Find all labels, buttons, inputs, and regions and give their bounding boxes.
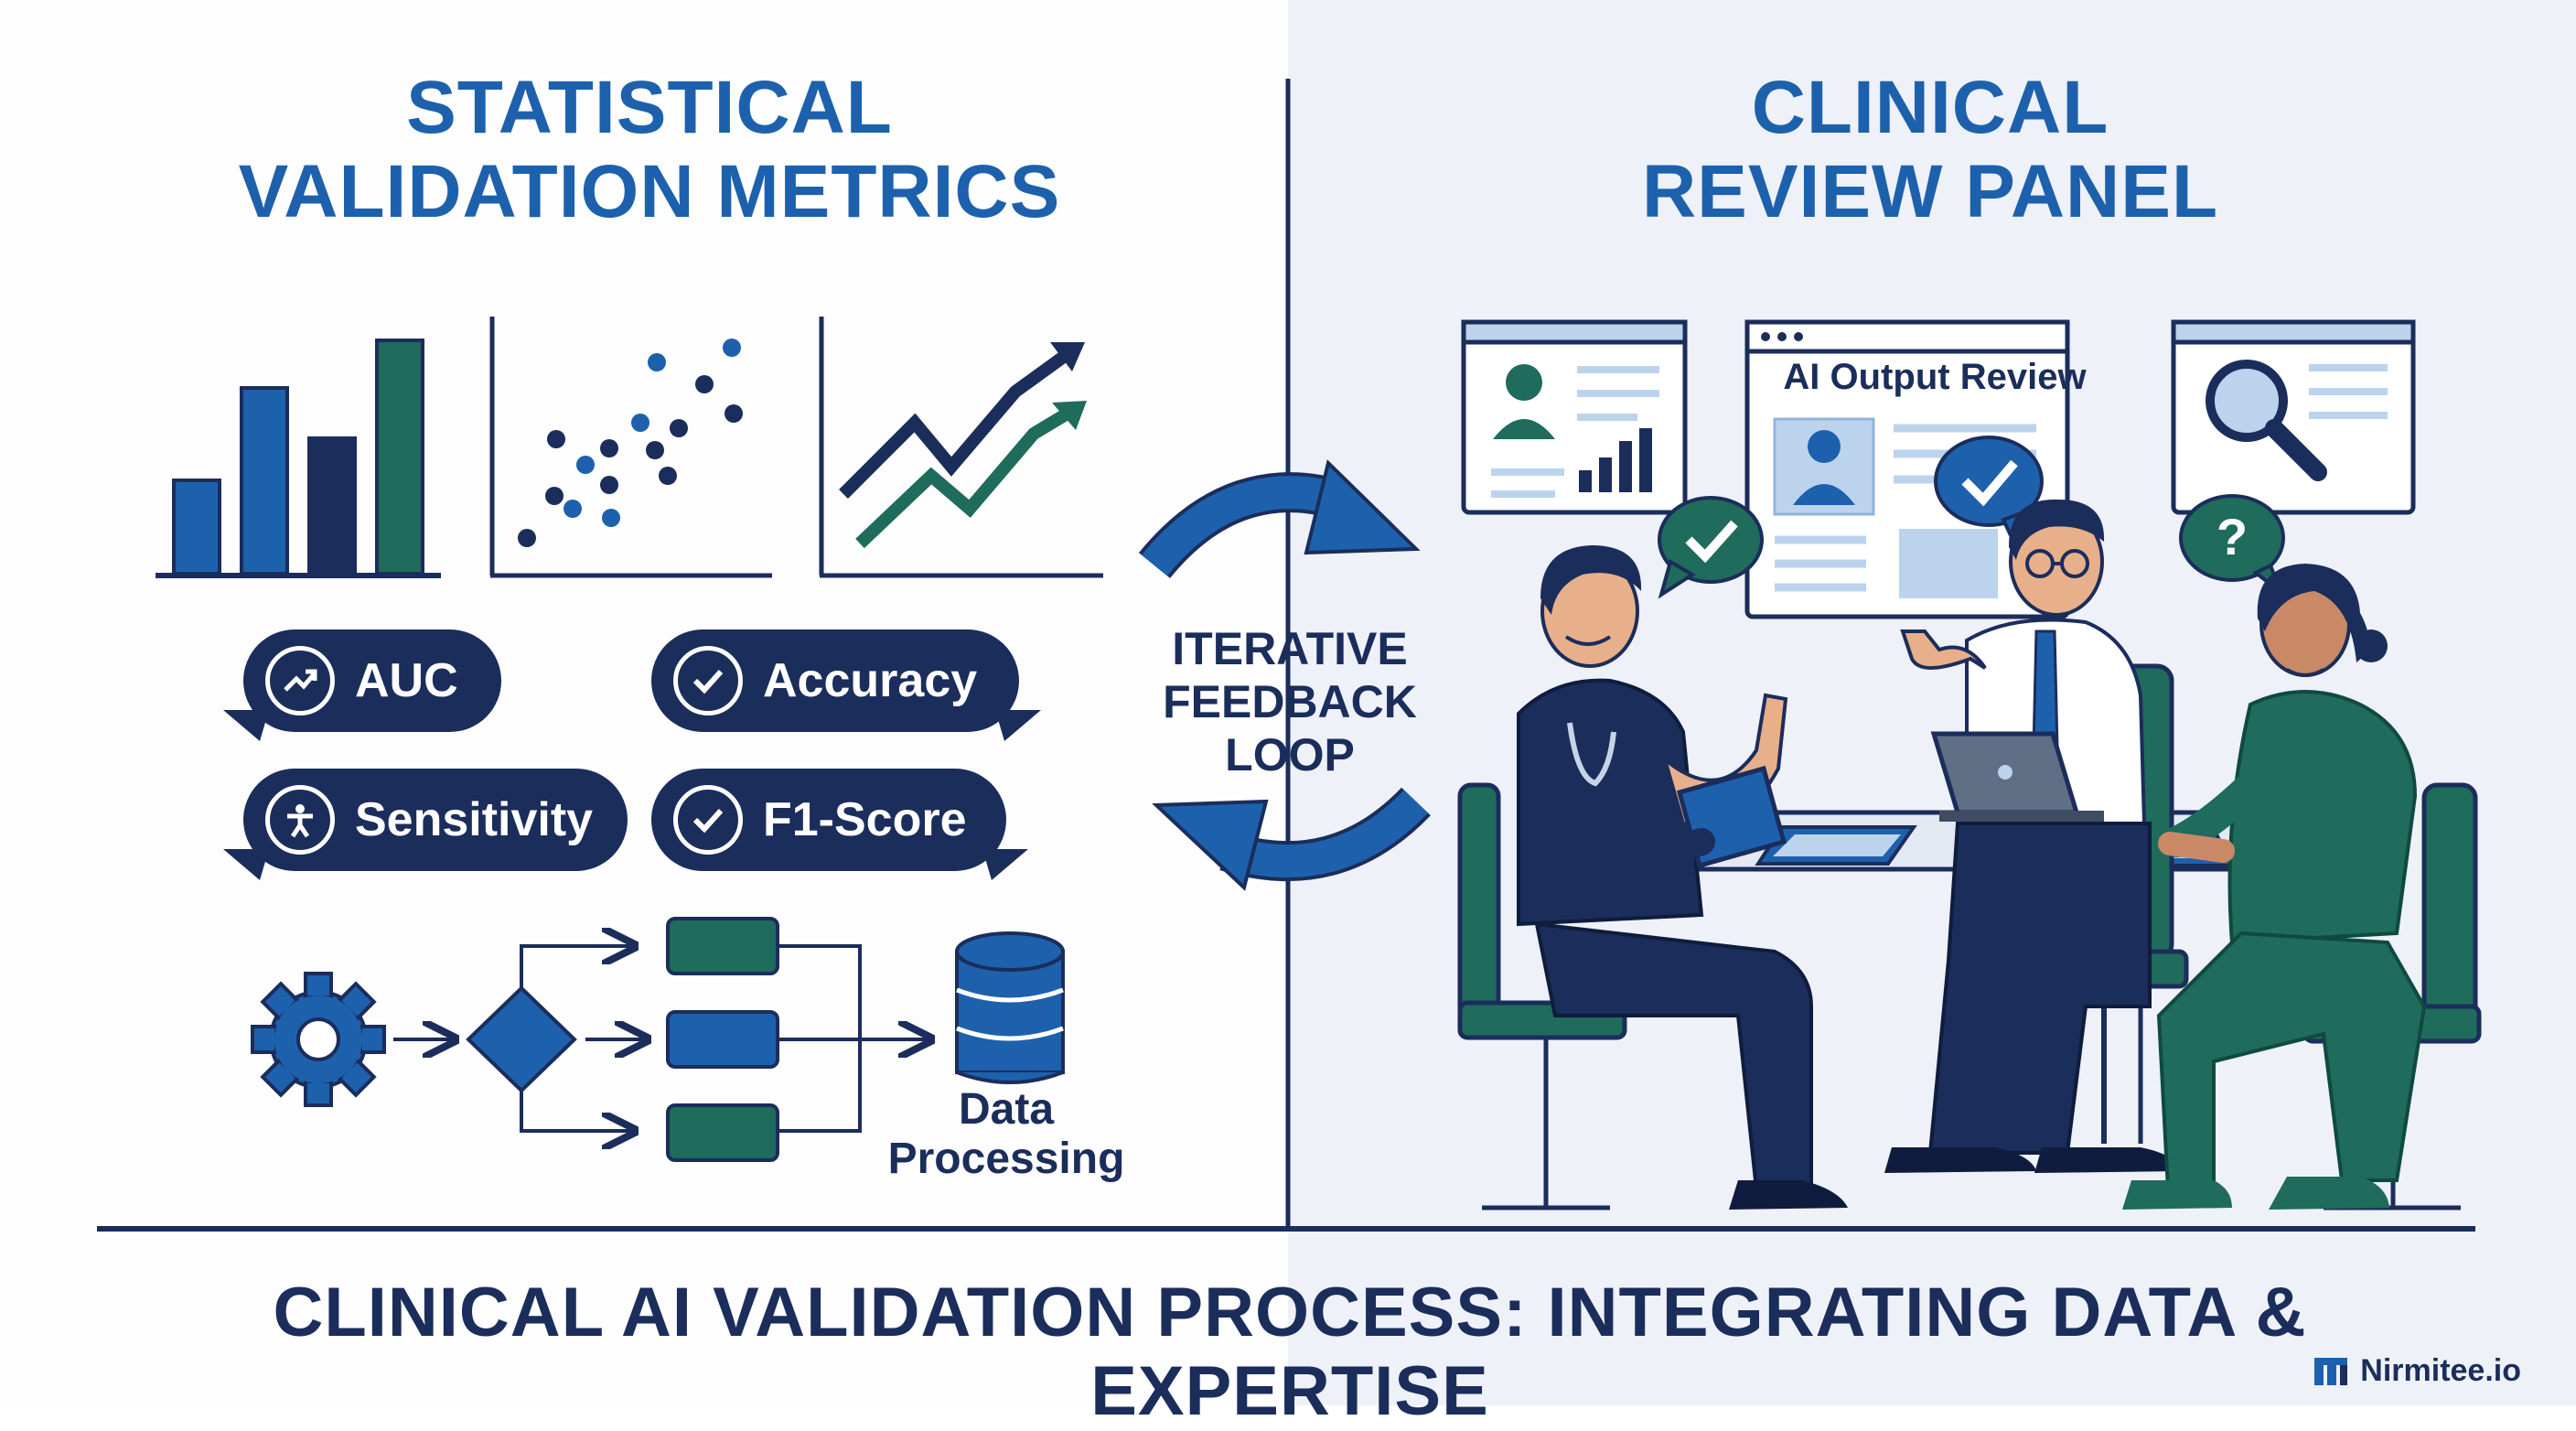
trend-up-icon [265,646,335,716]
f1-score-label: F1-Score [763,793,967,846]
magnifier-icon [2206,360,2327,481]
left-panel-background [0,0,1288,1405]
sensitivity-pill-tail [223,849,269,880]
chair-left [1457,782,1627,1210]
data-processing-line-2: Processing [887,1135,1125,1183]
tablet-on-table-left [1755,825,1917,866]
sensitivity-icon [265,785,335,855]
left-title-line-2: VALIDATION METRICS [238,150,1061,233]
auc-pill-tail [223,710,269,741]
accuracy-pill-tail [995,710,1041,741]
bar-chart-icon [156,339,441,578]
gear-icon [251,972,386,1107]
iterative-feedback-loop-label: ITERATIVE FEEDBACK LOOP [1134,622,1445,781]
checkmark-icon [673,785,743,855]
statistical-metrics-title: STATISTICAL VALIDATION METRICS [110,66,1189,234]
brand-name: Nirmitee.io [2360,1352,2521,1388]
sensitivity-metric-pill: Sensitivity [243,769,628,871]
left-title-line-1: STATISTICAL [406,66,893,149]
f1-score-metric-pill: F1-Score [651,769,1006,871]
patient-profile-window [1461,319,1688,515]
brand-logo-icon [2314,1358,2348,1385]
checkmark-icon [673,646,743,716]
approval-bubble-left [1658,496,1764,599]
loop-label-line-1: ITERATIVE [1172,623,1408,674]
data-pipeline-diagram [251,917,1065,1162]
f1-score-pill-tail [982,849,1028,880]
clinical-review-title: CLINICAL REVIEW PANEL [1427,66,2433,234]
ai-output-review-title: AI Output Review [1783,357,2087,397]
auc-metric-pill: AUC [243,629,501,732]
auc-label: AUC [355,654,458,707]
loop-label-line-2: FEEDBACK [1163,676,1417,727]
right-title-line-2: REVIEW PANEL [1641,150,2219,233]
laptop-icon [1930,731,2104,822]
brand-mark: Nirmitee.io [2313,1352,2521,1389]
process-footer-title: CLINICAL AI VALIDATION PROCESS: INTEGRAT… [273,1274,2307,1430]
right-title-line-1: CLINICAL [1751,66,2109,149]
decision-diamond [466,985,577,1093]
svg-text:?: ? [2216,508,2248,565]
data-processing-line-1: Data [958,1085,1055,1134]
data-processing-label: Data Processing [869,1085,1143,1184]
trend-chart-icon [819,317,1103,578]
search-window [2171,319,2416,515]
scatter-plot-icon [489,317,772,578]
ai-output-review-window [1744,319,2070,619]
clinician-left [1517,545,1848,1210]
loop-label-line-3: LOOP [1225,729,1355,780]
sensitivity-label: Sensitivity [355,793,594,846]
clinician-right [2122,564,2427,1210]
accuracy-label: Accuracy [763,654,978,707]
clinician-center [1884,499,2181,1173]
feedback-loop-arrows [1138,459,1431,891]
accuracy-metric-pill: Accuracy [651,629,1019,732]
database-icon [955,931,1065,1084]
